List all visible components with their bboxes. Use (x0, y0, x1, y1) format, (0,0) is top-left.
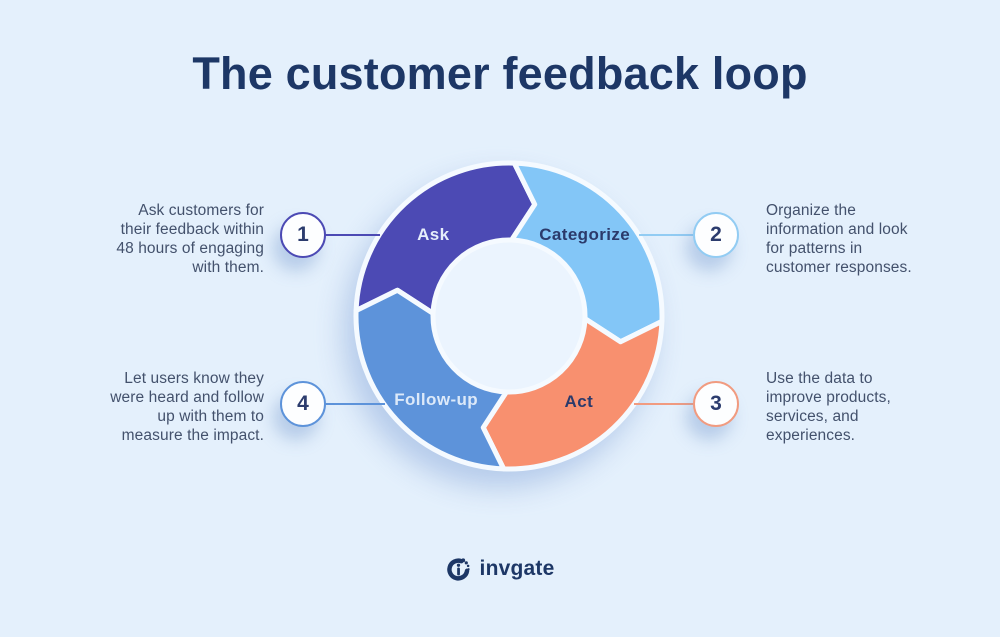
segment-label-ask: Ask (417, 224, 450, 244)
step-4-number-badge: 4 (280, 381, 326, 427)
step-2-description: Organize the information and look for pa… (766, 202, 912, 276)
segment-label-categorize: Categorize (539, 224, 631, 244)
invgate-logo-icon (446, 558, 470, 581)
segment-label-act: Act (564, 392, 594, 412)
step-3-number-badge: 3 (693, 381, 739, 427)
segment-label-follow-up: Follow-up (394, 389, 479, 409)
page-title: The customer feedback loop (192, 48, 808, 99)
invgate-logo: invgate (0, 555, 1000, 582)
step-2-number-badge: 2 (693, 212, 739, 258)
step-3-description: Use the data to improve products, servic… (766, 370, 891, 444)
invgate-logo-text: invgate (479, 556, 555, 580)
step-4-description: Let users know they were heard and follo… (110, 370, 264, 444)
step-1-number-badge: 1 (280, 212, 326, 258)
step-1-connector-line (325, 234, 380, 236)
step-3-connector-line (634, 403, 694, 405)
step-1-description: Ask customers for their feedback within … (116, 202, 264, 276)
step-4-number: 4 (297, 392, 309, 415)
step-2-number: 2 (710, 223, 722, 246)
step-4-connector-line (325, 403, 385, 405)
step-3-number: 3 (710, 392, 722, 415)
step-1-number: 1 (297, 223, 309, 246)
step-2-connector-line (639, 234, 694, 236)
